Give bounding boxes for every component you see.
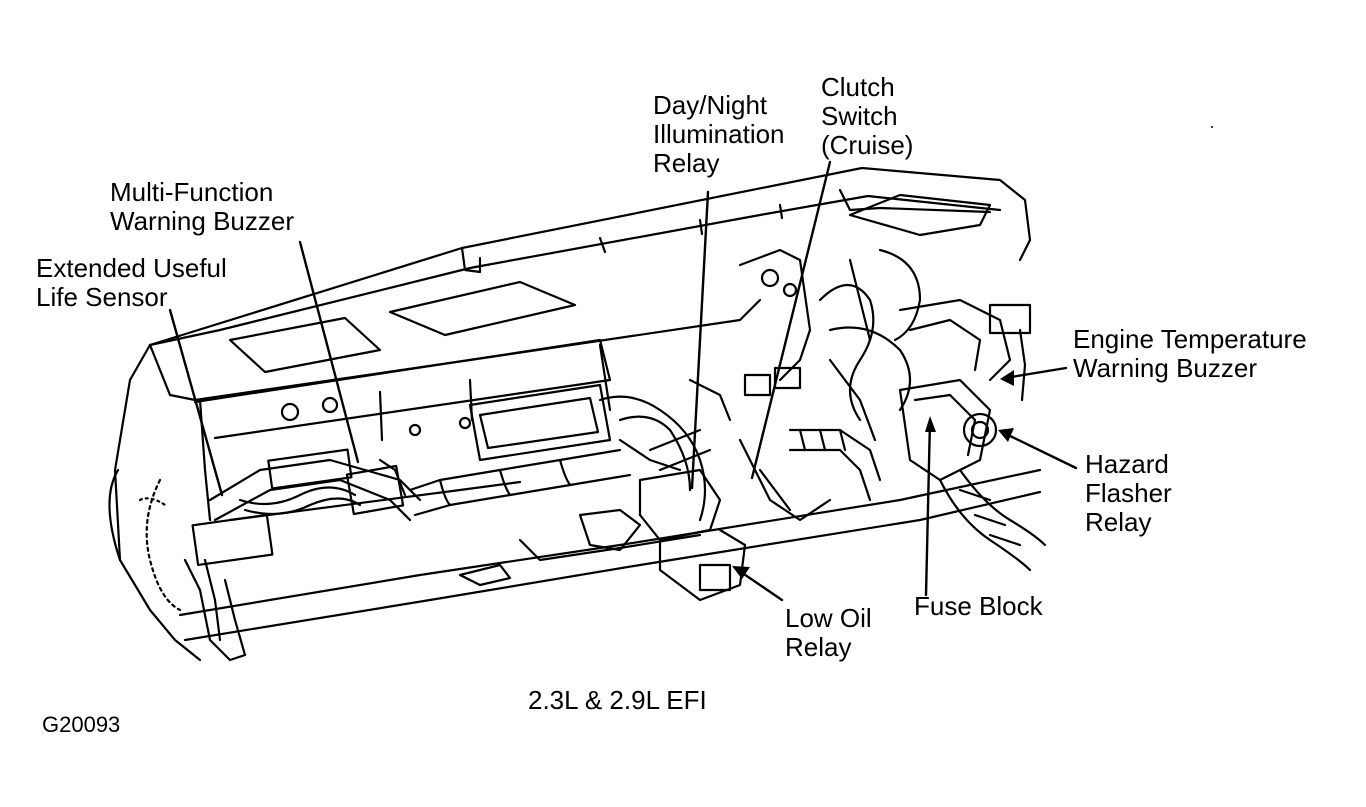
leader-arrowheads bbox=[732, 370, 1014, 579]
center-relay-cluster bbox=[578, 366, 832, 602]
label-engine-temperature-warning-buzzer: Engine Temperature Warning Buzzer bbox=[1073, 324, 1307, 383]
arrowhead-hazard bbox=[998, 428, 1014, 442]
label-low-oil-relay: Low Oil Relay bbox=[785, 603, 872, 662]
label-clutch-switch-cruise: Clutch Switch (Cruise) bbox=[821, 72, 914, 160]
label-fuse-block: Fuse Block bbox=[914, 591, 1043, 621]
dash-body bbox=[108, 298, 1042, 662]
arrowhead-fuse-block bbox=[925, 416, 936, 432]
label-extended-useful-life-sensor: Extended Useful Life Sensor bbox=[36, 253, 227, 312]
figure-caption: 2.3L & 2.9L EFI bbox=[528, 685, 707, 715]
label-day-night-illumination-relay: Day/Night Illumination Relay bbox=[653, 90, 785, 178]
arrowhead-engine-temp bbox=[1000, 370, 1014, 386]
label-multi-function-warning-buzzer: Multi-Function Warning Buzzer bbox=[110, 177, 294, 236]
figure-id: G20093 bbox=[42, 712, 121, 737]
arrowhead-low-oil-relay bbox=[732, 566, 750, 579]
right-wiring-harness bbox=[738, 248, 1047, 572]
left-wiring-harness bbox=[191, 438, 682, 642]
label-hazard-flasher-relay: Hazard Flasher Relay bbox=[1085, 449, 1172, 537]
leader-lines bbox=[168, 160, 1078, 602]
dash-upper-pad bbox=[148, 166, 1032, 374]
stray-mark bbox=[1211, 126, 1213, 128]
